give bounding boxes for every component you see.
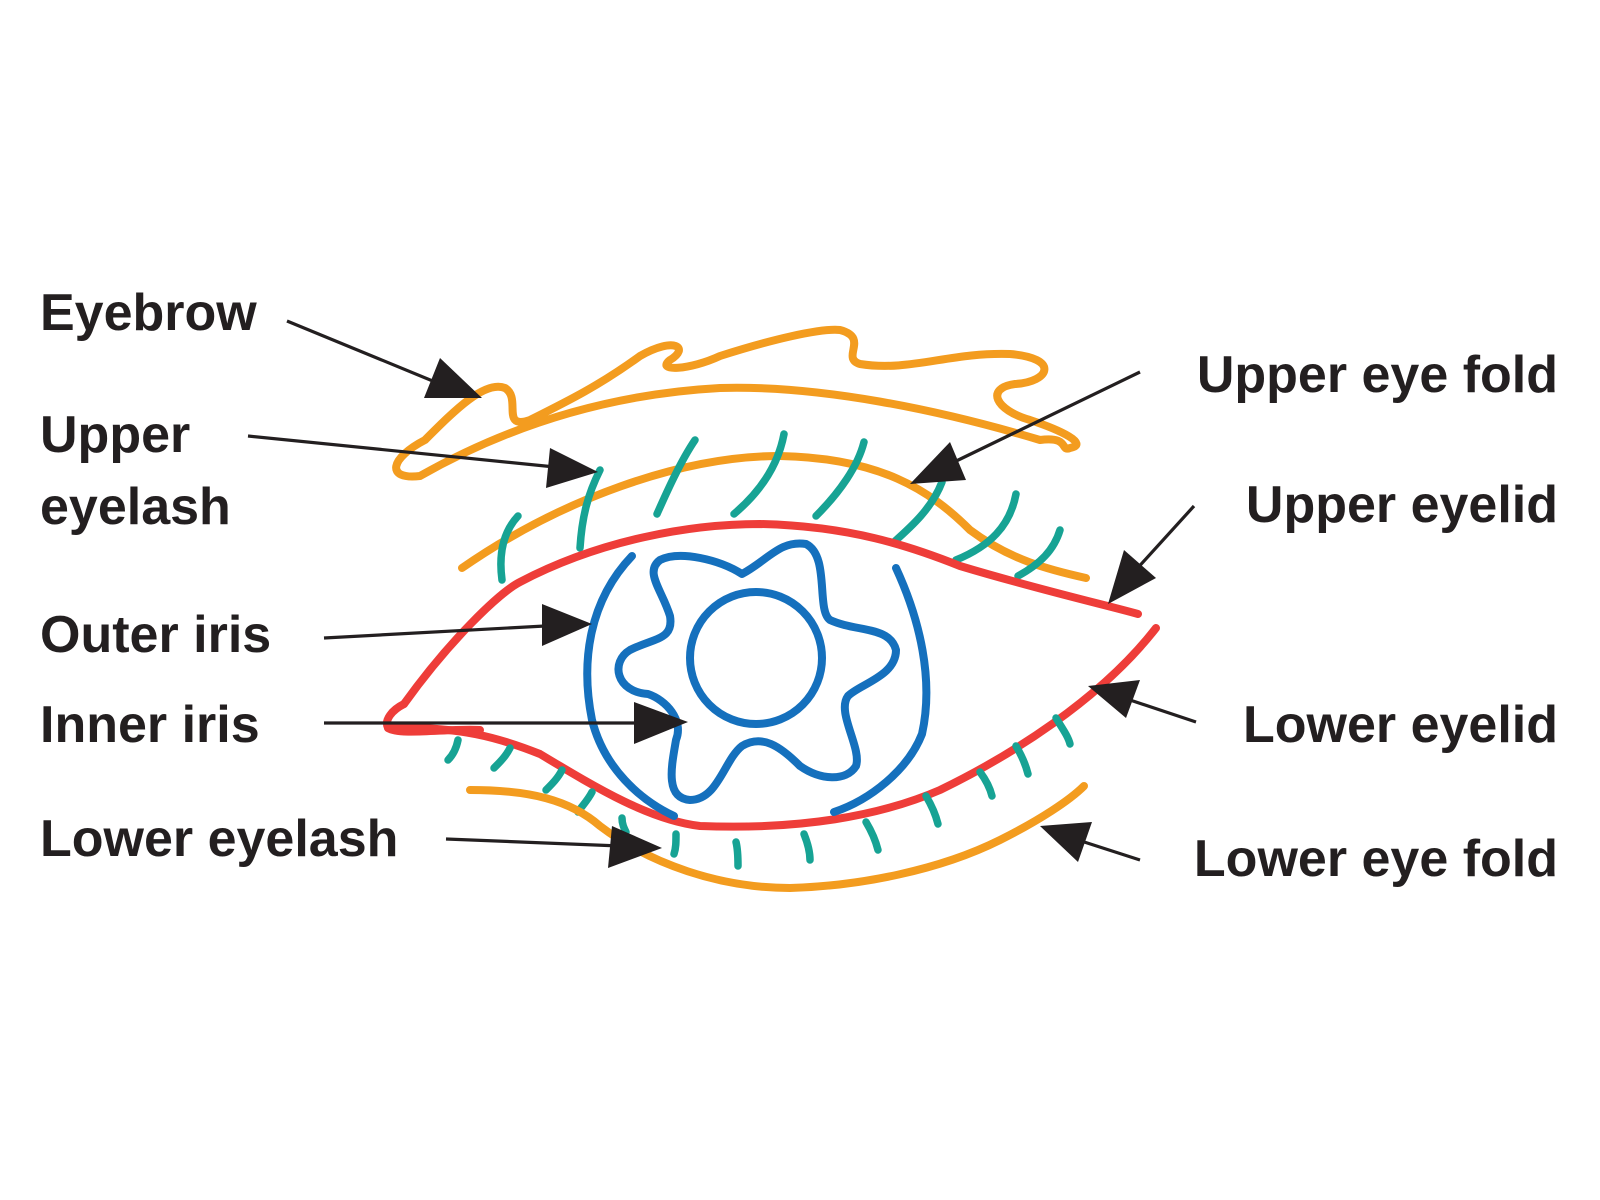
upper-eyelashes [497, 430, 1064, 584]
label-lower-eyelash: Lower eyelash [40, 810, 398, 868]
lower-eyelash [444, 736, 462, 764]
lower-eyelash-arrowhead [608, 826, 662, 868]
upper-eyelash [952, 490, 1020, 564]
lower-eye-fold-leader [1077, 838, 1141, 862]
lower-eyelash [618, 814, 630, 836]
lower-eyelash-leader [445, 837, 621, 848]
lower-eyelid-shape [384, 624, 1160, 831]
lower-eyelash [800, 830, 814, 864]
upper-eyelash [497, 512, 522, 584]
inner-iris-arrowhead [634, 702, 688, 744]
lower-eyelash [542, 766, 566, 794]
eyebrow-arrowhead [424, 358, 482, 398]
upper-eye-fold-arrowhead [910, 442, 966, 484]
leader-lines [247, 319, 1197, 868]
outer-iris-arc-right [830, 564, 931, 816]
lower-eyelash [862, 818, 882, 854]
eyebrow-shape [392, 325, 1081, 481]
lower-eyelash [1012, 742, 1032, 778]
outer-iris-arc-left [583, 552, 678, 820]
upper-eyelash-arrowhead [546, 448, 598, 488]
label-upper-eyelash-line1: Upper [40, 406, 190, 464]
label-upper-eyelash-line2: eyelash [40, 478, 231, 536]
label-lower-eyelid: Lower eyelid [1243, 696, 1558, 754]
upper-eyelash-leader [247, 434, 556, 469]
lower-eyelid-leader [1123, 696, 1197, 724]
upper-eyelid-shape [400, 520, 1142, 708]
lower-eye-fold-shape [466, 782, 1088, 892]
lower-eyelashes [444, 714, 1074, 870]
label-eyebrow: Eyebrow [40, 284, 257, 342]
upper-eyelash [812, 438, 868, 520]
upper-eyelash [653, 436, 699, 518]
upper-eyelash [576, 466, 604, 552]
lower-eyelash [922, 792, 942, 828]
upper-eyelash [890, 478, 946, 546]
upper-eyelash [730, 430, 788, 518]
label-lower-eye-fold: Lower eye fold [1194, 830, 1558, 888]
label-upper-eye-fold: Upper eye fold [1197, 346, 1558, 404]
lower-eyelash [1052, 714, 1074, 748]
label-outer-iris: Outer iris [40, 606, 271, 664]
label-upper-eyelid: Upper eyelid [1246, 476, 1558, 534]
labels: Eyebrow Upper eyelash Outer iris Inner i… [40, 284, 1558, 888]
upper-eyelid-leader [1132, 504, 1196, 574]
outer-iris-leader [323, 624, 546, 640]
eyebrow-leader [286, 319, 441, 386]
lower-eyelash [670, 830, 680, 858]
lower-eyelash [732, 838, 742, 870]
lower-eyelash [490, 744, 514, 772]
upper-eyelid-arrowhead [1108, 550, 1156, 604]
upper-eye-fold-leader [947, 370, 1141, 467]
outer-iris-arrowhead [542, 604, 592, 646]
label-inner-iris: Inner iris [40, 696, 260, 754]
lower-eyelid-arrowhead [1088, 680, 1140, 718]
pupil-circle [686, 588, 826, 728]
lower-eyelash [976, 768, 996, 800]
lower-eye-fold-arrowhead [1040, 822, 1092, 862]
upper-eyelash [1014, 526, 1064, 580]
inner-iris-flower [614, 539, 900, 804]
